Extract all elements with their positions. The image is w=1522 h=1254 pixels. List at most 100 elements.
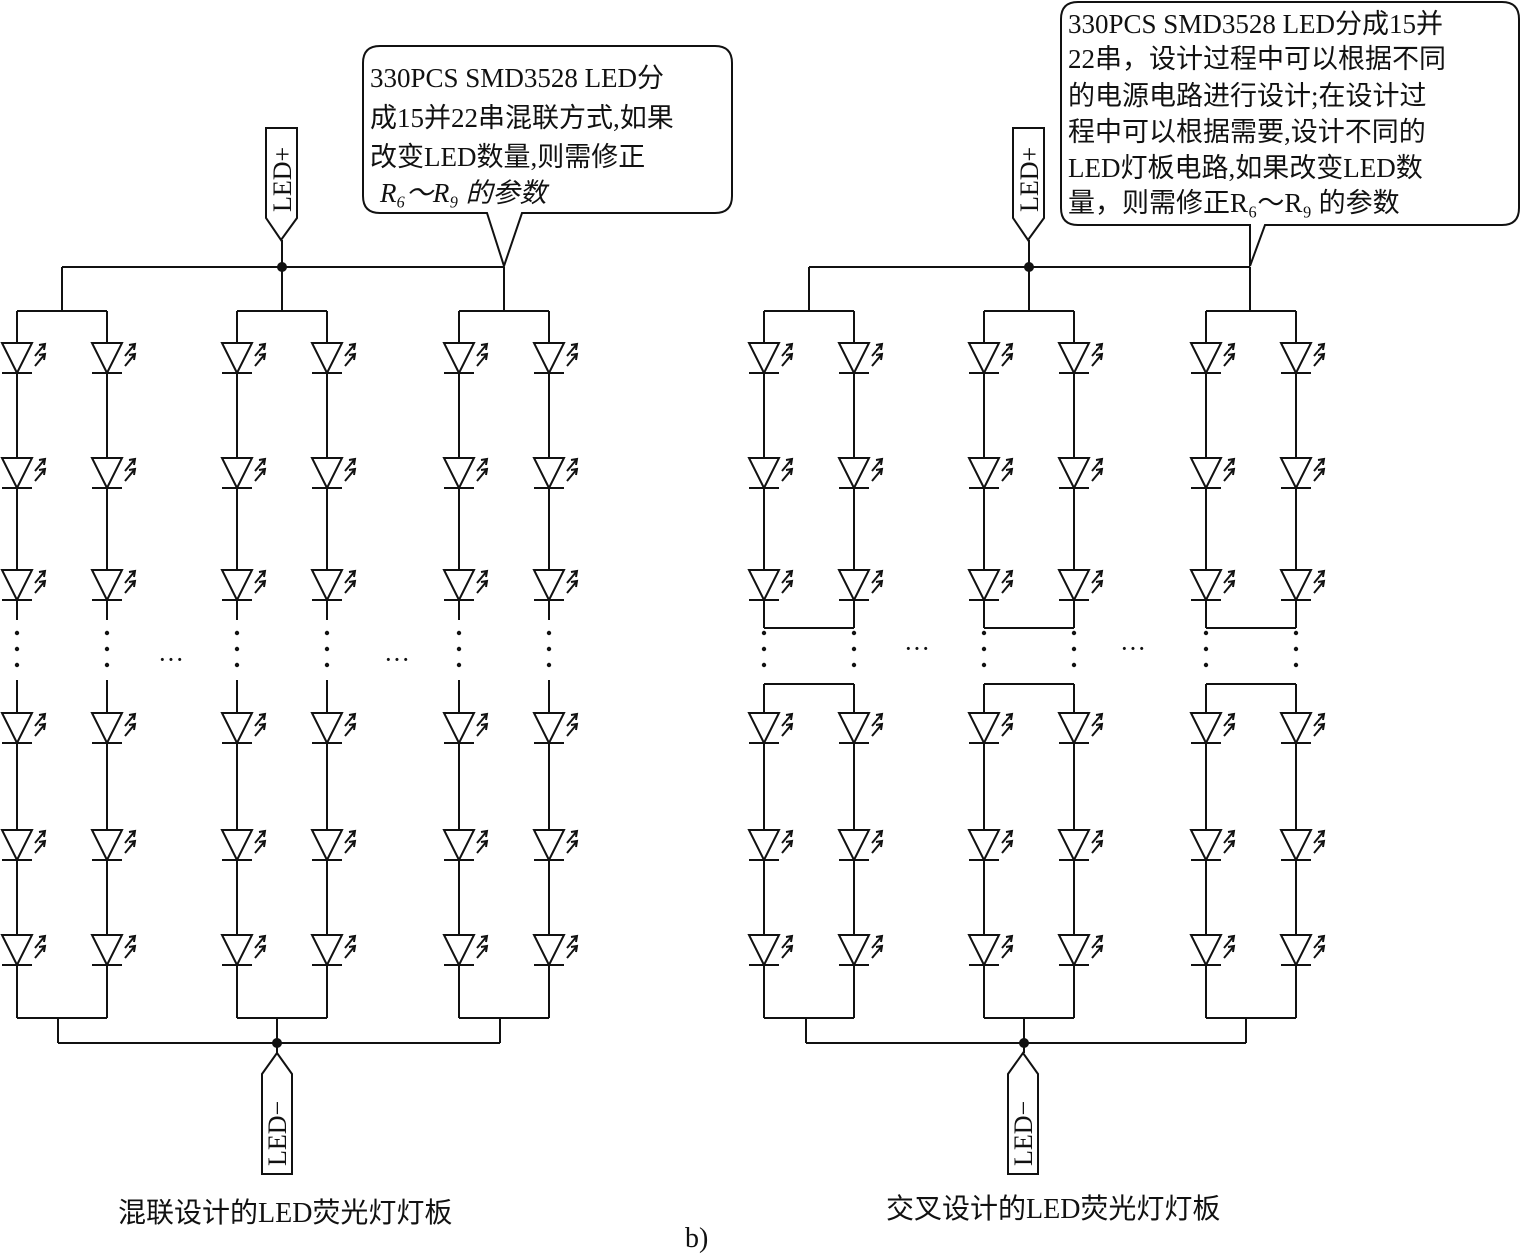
light-arrow xyxy=(781,722,794,737)
continuation-ellipsis: ··· xyxy=(904,634,930,663)
light-arrow xyxy=(781,712,794,727)
continuation-dot xyxy=(324,646,330,652)
light-arrow xyxy=(871,467,884,482)
hybrid-design-panel: ······ 330PCS SMD3528 LED分 成15并22串混联方式,如… xyxy=(0,45,733,1229)
led-body xyxy=(0,569,34,603)
led-body xyxy=(90,342,124,376)
led-body xyxy=(442,457,476,491)
led-body xyxy=(220,829,254,863)
continuation-dot xyxy=(1203,646,1209,652)
led-body xyxy=(1057,829,1091,863)
led-symbol xyxy=(1279,712,1326,746)
light-arrow xyxy=(781,829,794,844)
led-symbol xyxy=(90,712,137,746)
continuation-dot xyxy=(1071,646,1077,652)
light-arrow xyxy=(254,342,267,357)
led-symbol xyxy=(967,457,1014,491)
light-arrow xyxy=(34,342,47,357)
light-arrow xyxy=(1091,722,1104,737)
led-symbol xyxy=(442,342,489,376)
light-arrow xyxy=(781,352,794,367)
light-arrow xyxy=(1313,712,1326,727)
light-arrow xyxy=(566,467,579,482)
led-body xyxy=(1279,934,1313,968)
light-arrow xyxy=(1313,722,1326,737)
led-body xyxy=(747,569,781,603)
light-arrow xyxy=(1001,934,1014,949)
led-symbol xyxy=(1189,457,1236,491)
continuation-dot xyxy=(546,646,552,652)
light-arrow xyxy=(871,712,884,727)
led-symbol xyxy=(747,569,794,603)
led-symbol xyxy=(90,457,137,491)
continuation-dot xyxy=(234,630,240,636)
light-arrow xyxy=(254,457,267,472)
light-arrow xyxy=(1313,579,1326,594)
led-symbol xyxy=(310,457,357,491)
led-body xyxy=(747,829,781,863)
continuation-dot xyxy=(1203,630,1209,636)
led-body xyxy=(532,829,566,863)
right-callout-line-6: 量，则需修正R₆～R₉ 的参数 xyxy=(1068,188,1400,218)
light-arrow xyxy=(566,352,579,367)
led-body xyxy=(90,934,124,968)
light-arrow xyxy=(254,352,267,367)
continuation-dot xyxy=(104,646,110,652)
light-arrow xyxy=(871,569,884,584)
light-arrow xyxy=(566,712,579,727)
light-arrow xyxy=(1223,352,1236,367)
led-symbol xyxy=(532,342,579,376)
led-body xyxy=(0,457,34,491)
light-arrow xyxy=(476,352,489,367)
led-symbol xyxy=(220,712,267,746)
light-arrow xyxy=(476,722,489,737)
led-symbol xyxy=(1189,569,1236,603)
light-arrow xyxy=(1001,722,1014,737)
light-arrow xyxy=(344,569,357,584)
light-arrow xyxy=(566,722,579,737)
led-symbol xyxy=(310,712,357,746)
light-arrow xyxy=(1001,579,1014,594)
light-arrow xyxy=(476,829,489,844)
led-body xyxy=(0,829,34,863)
continuation-ellipsis: ··· xyxy=(1120,634,1146,663)
led-body xyxy=(532,342,566,376)
led-symbol xyxy=(0,934,47,968)
light-arrow xyxy=(344,712,357,727)
light-arrow xyxy=(566,342,579,357)
light-arrow xyxy=(1313,839,1326,854)
light-arrow xyxy=(1313,342,1326,357)
led-body xyxy=(532,712,566,746)
led-symbol xyxy=(0,457,47,491)
led-symbol xyxy=(967,712,1014,746)
led-symbol xyxy=(837,934,884,968)
light-arrow xyxy=(781,839,794,854)
light-arrow xyxy=(1313,934,1326,949)
left-callout-line-3: 改变LED数量,则需修正 xyxy=(370,142,645,172)
light-arrow xyxy=(344,342,357,357)
led-body xyxy=(310,457,344,491)
led-body xyxy=(1279,712,1313,746)
light-arrow xyxy=(781,569,794,584)
led-symbol xyxy=(1279,829,1326,863)
led-body xyxy=(0,712,34,746)
light-arrow xyxy=(34,457,47,472)
light-arrow xyxy=(344,829,357,844)
continuation-dot xyxy=(761,630,767,636)
light-arrow xyxy=(344,579,357,594)
light-arrow xyxy=(34,934,47,949)
light-arrow xyxy=(124,467,137,482)
light-arrow xyxy=(254,722,267,737)
light-arrow xyxy=(1223,579,1236,594)
continuation-ellipsis: ··· xyxy=(158,645,184,674)
light-arrow xyxy=(344,839,357,854)
led-body xyxy=(837,829,871,863)
left-caption: 混联设计的LED荧光灯灯板 xyxy=(118,1197,452,1229)
light-arrow xyxy=(1223,839,1236,854)
light-arrow xyxy=(1091,467,1104,482)
led-body xyxy=(310,934,344,968)
light-arrow xyxy=(1313,352,1326,367)
light-arrow xyxy=(1001,457,1014,472)
left-callout-line-1: 330PCS SMD3528 LED分 xyxy=(370,63,664,93)
led-body xyxy=(310,342,344,376)
